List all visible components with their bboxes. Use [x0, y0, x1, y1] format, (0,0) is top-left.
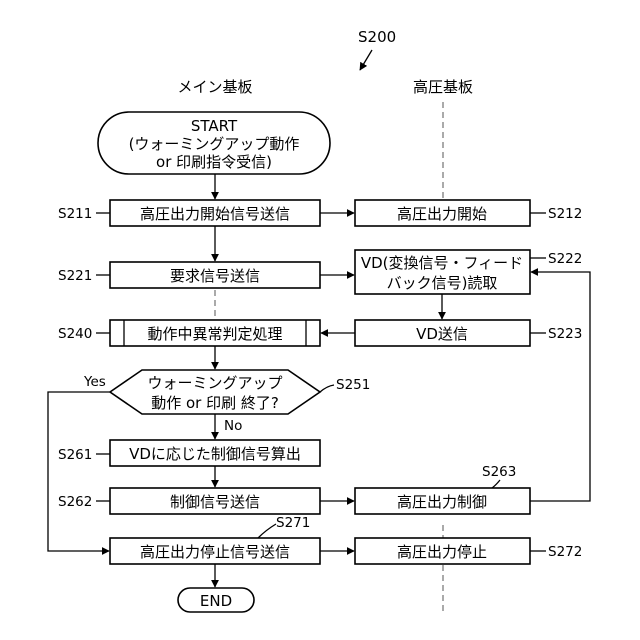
- step-s222-line2: バック信号)読取: [387, 274, 498, 292]
- decision-yes-label: Yes: [83, 374, 106, 390]
- step-id-s212: S212: [548, 206, 582, 222]
- step-s221-text: 要求信号送信: [170, 267, 260, 285]
- decision-s251-line1: ウォーミングアップ: [147, 374, 282, 392]
- figure-label: S200: [358, 28, 396, 46]
- step-s223-text: VD送信: [416, 325, 468, 343]
- step-id-s261: S261: [58, 447, 92, 463]
- step-id-s222: S222: [548, 251, 582, 267]
- step-s263-text: 高圧出力制御: [397, 493, 487, 511]
- step-id-s251: S251: [336, 377, 370, 393]
- step-s222-line1: VD(変換信号・フィード: [361, 254, 523, 272]
- step-s262-text: 制御信号送信: [170, 493, 260, 511]
- start-line1: START: [191, 117, 238, 135]
- step-s272-text: 高圧出力停止: [397, 543, 487, 561]
- start-line2: (ウォーミングアップ動作: [129, 135, 300, 153]
- step-id-s240: S240: [58, 326, 92, 342]
- step-id-s221: S221: [58, 268, 92, 284]
- step-s211-text: 高圧出力開始信号送信: [140, 205, 290, 223]
- figure-label-pointer: [360, 50, 372, 70]
- leader-s263: [492, 480, 500, 488]
- step-id-s272: S272: [548, 544, 582, 560]
- decision-no-label: No: [224, 418, 242, 434]
- arrow-yes-s271: [48, 392, 110, 551]
- step-id-s263: S263: [482, 464, 516, 480]
- start-line3: or 印刷指令受信): [156, 153, 272, 171]
- step-id-s271: S271: [276, 515, 310, 531]
- decision-s251-line2: 動作 or 印刷 終了?: [151, 394, 279, 412]
- arrow-s263-s222-loop: [530, 272, 590, 501]
- leader-s251: [320, 385, 334, 392]
- step-s212-text: 高圧出力開始: [397, 205, 487, 223]
- step-s261-text: VDに応じた制御信号算出: [129, 445, 301, 463]
- step-id-s262: S262: [58, 494, 92, 510]
- step-id-s211: S211: [58, 206, 92, 222]
- column-header-hv: 高圧基板: [413, 78, 473, 96]
- step-s271-text: 高圧出力停止信号送信: [140, 543, 290, 561]
- step-id-s223: S223: [548, 326, 582, 342]
- column-header-main: メイン基板: [177, 78, 252, 96]
- step-s240-text: 動作中異常判定処理: [147, 325, 282, 343]
- end-text: END: [200, 592, 232, 610]
- leader-s271: [258, 524, 276, 538]
